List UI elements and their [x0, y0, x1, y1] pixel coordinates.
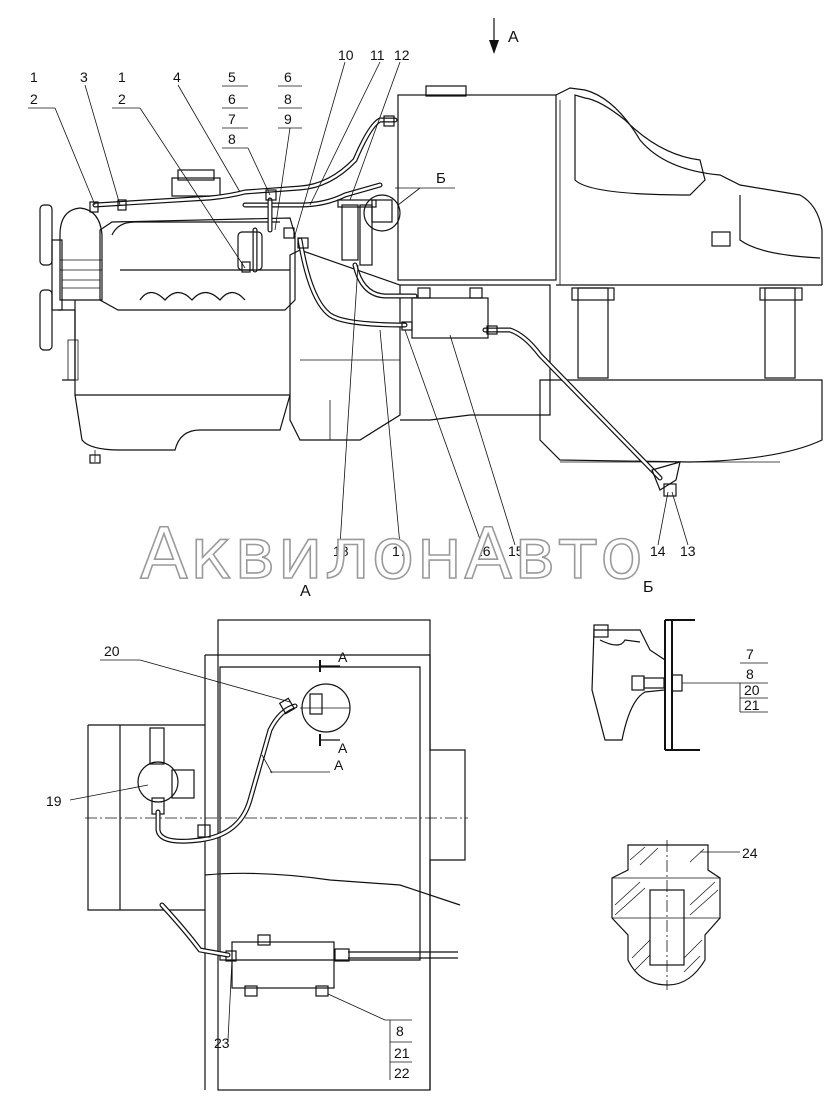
callout-10: 10 [338, 47, 354, 63]
fittings [89, 115, 395, 249]
callout-1b: 1 [118, 69, 126, 85]
callout-22: 22 [394, 1065, 410, 1081]
section-mark-bottom: А [338, 740, 348, 756]
view-a-title: А [300, 583, 311, 600]
section-leader-a: А [334, 757, 344, 773]
callout-8b: 8 [284, 91, 292, 107]
watermark: АквилонАвто [140, 513, 645, 595]
fan [39, 204, 63, 351]
callout-12: 12 [394, 47, 410, 63]
fuel-tank [363, 85, 557, 281]
view-arrow-label: А [508, 29, 519, 46]
section-mark-top: А [338, 649, 348, 665]
transmission [289, 249, 551, 441]
main-leaders [28, 61, 689, 546]
main-callout-labels: 1 2 3 1 2 4 5 6 7 8 6 8 9 10 11 12 Б 13 … [30, 47, 696, 559]
callout-7-view-b: 7 [746, 646, 754, 662]
callout-17: 17 [392, 543, 408, 559]
callout-20-view-b: 20 [744, 682, 760, 698]
drain-valve [651, 461, 681, 497]
callout-23: 23 [214, 1035, 230, 1051]
callout-2b: 2 [118, 91, 126, 107]
callout-21-view-b: 21 [744, 697, 760, 713]
callout-9: 9 [284, 111, 292, 127]
callout-21-view-a: 21 [394, 1045, 410, 1061]
fuel-lines [92, 117, 663, 481]
callout-5: 5 [228, 69, 236, 85]
callout-6b: 6 [284, 69, 292, 85]
callout-2a: 2 [30, 91, 38, 107]
callout-7a: 7 [228, 111, 236, 127]
callout-14: 14 [650, 543, 666, 559]
main-side-view: 1 2 3 1 2 4 5 6 7 8 6 8 9 10 11 12 Б 13 … [28, 47, 823, 559]
view-b-title: Б [643, 579, 654, 596]
callout-19: 19 [46, 793, 62, 809]
callout-18: 18 [333, 543, 349, 559]
callout-8a: 8 [228, 131, 236, 147]
air-filter [59, 207, 103, 301]
section-detail: 24 [611, 840, 758, 990]
callout-11: 11 [370, 47, 385, 63]
view-b: 7 8 20 21 [591, 619, 768, 751]
coarse-filter-box [401, 287, 498, 339]
cab [555, 87, 823, 286]
frame-supports [539, 287, 823, 463]
fine-filter [337, 199, 377, 266]
callout-6a: 6 [228, 91, 236, 107]
engine-block [58, 169, 296, 464]
callout-24: 24 [742, 845, 758, 861]
callout-b: Б [436, 170, 446, 187]
callout-3: 3 [80, 69, 88, 85]
fuel-pump [237, 231, 263, 273]
callout-4: 4 [173, 69, 181, 85]
callout-8-view-a: 8 [396, 1023, 404, 1039]
callout-16: 16 [475, 543, 491, 559]
callout-8-view-b: 8 [746, 666, 754, 682]
view-a: А А 20 19 А [46, 619, 468, 1091]
view-arrow-a: А [489, 18, 519, 54]
callout-15: 15 [508, 543, 524, 559]
callout-13: 13 [680, 543, 696, 559]
callout-1a: 1 [30, 69, 38, 85]
callout-20: 20 [104, 643, 120, 659]
